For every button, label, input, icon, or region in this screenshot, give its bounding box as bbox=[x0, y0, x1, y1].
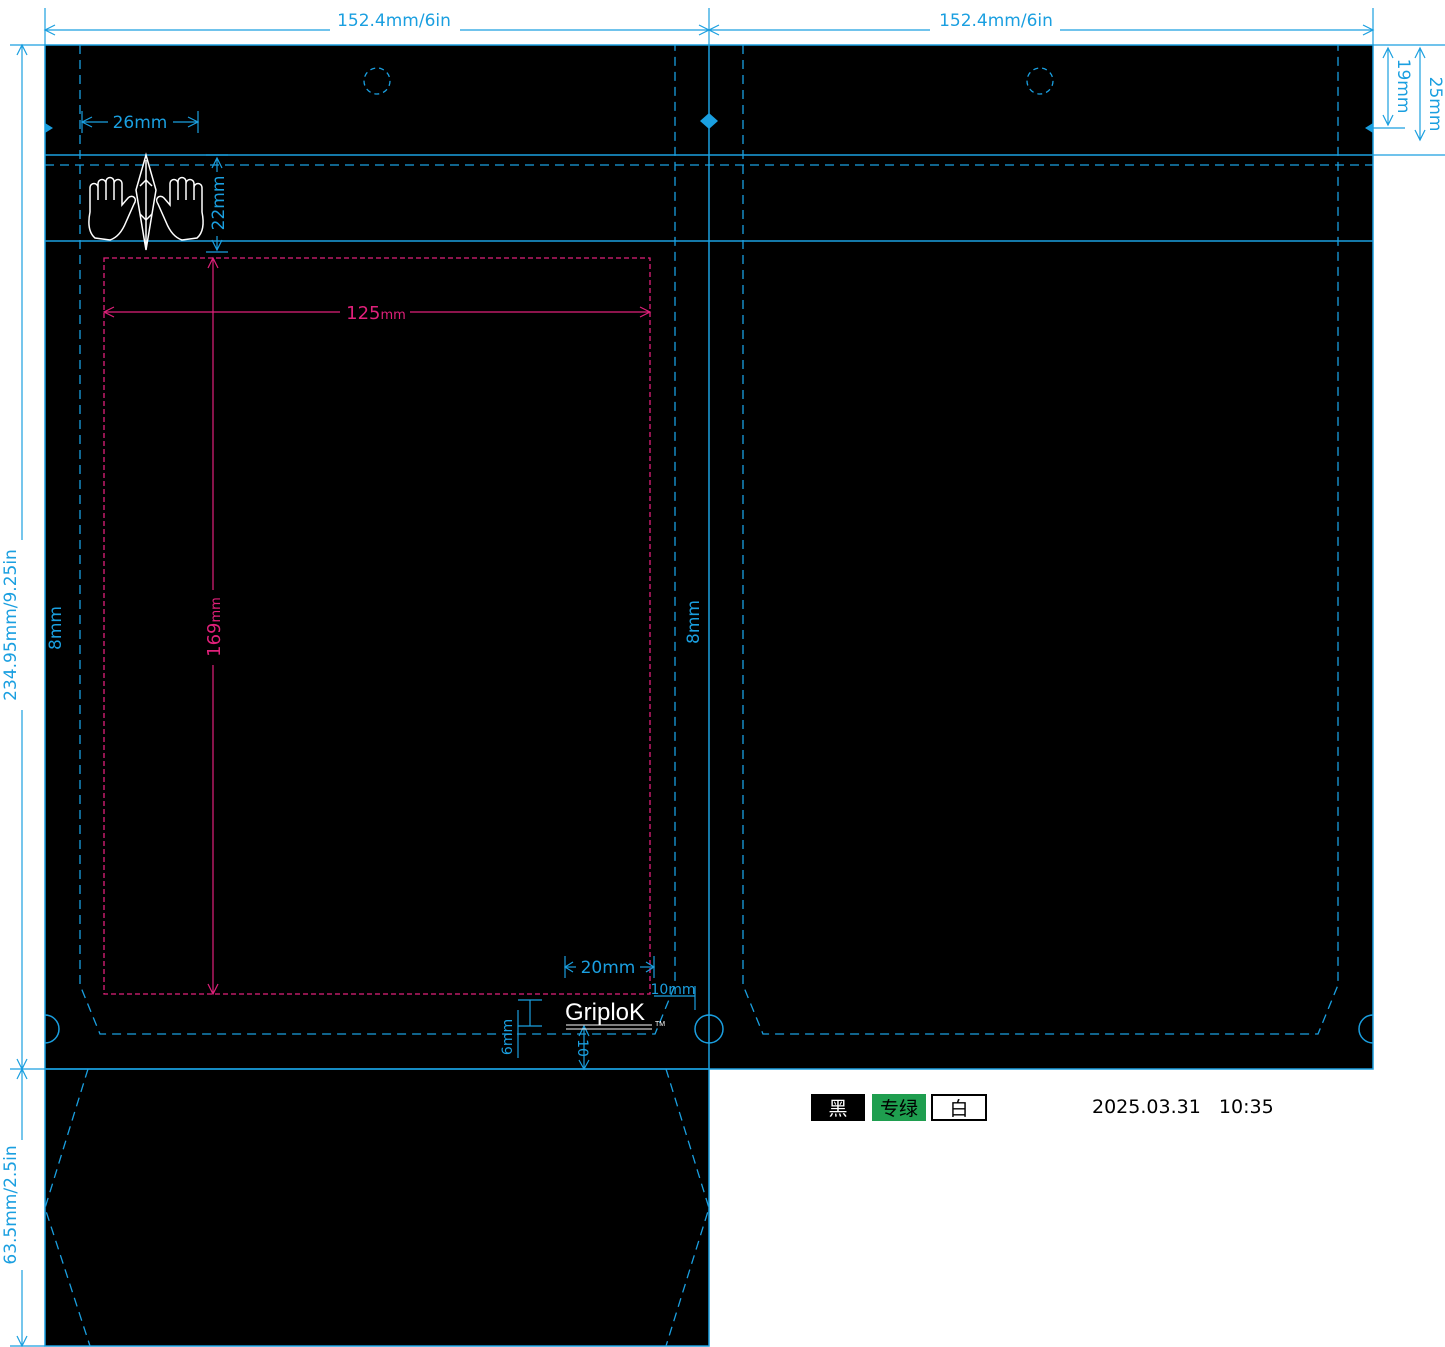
seal-dim-right: 8mm bbox=[684, 600, 704, 644]
seal-dim-left: 8mm bbox=[46, 606, 66, 650]
notch-offset-dim: 26mm bbox=[113, 113, 168, 133]
tear-notch-right bbox=[1365, 123, 1373, 133]
logo-bottom-dim: 10 bbox=[574, 1039, 590, 1057]
tear-hands-icon bbox=[88, 152, 204, 251]
print-height-dim: 169mm bbox=[204, 597, 225, 657]
bottom-gusset bbox=[45, 1069, 709, 1346]
logo-width-dim: 20mm bbox=[581, 958, 636, 978]
height-dim-total: 234.95mm/9.25in bbox=[1, 549, 21, 701]
print-area bbox=[103, 257, 651, 995]
print-width-dim: 125mm bbox=[346, 303, 406, 324]
front-panel bbox=[45, 45, 709, 1069]
seal-lines bbox=[44, 45, 1373, 1347]
brand-logo-tm: TM bbox=[655, 1021, 665, 1028]
hang-dim-19: 19mm bbox=[1393, 59, 1413, 114]
hang-hole bbox=[363, 67, 1054, 95]
corner-hole bbox=[694, 1014, 724, 1044]
brand-logo: GriploK bbox=[565, 999, 645, 1026]
hang-dim-25: 25mm bbox=[1425, 77, 1445, 132]
swatch-white: 白 bbox=[931, 1094, 987, 1121]
timestamp: 2025.03.31 10:35 bbox=[1092, 1096, 1274, 1118]
logo-height-dim: 6mm bbox=[500, 1019, 516, 1055]
width-dim-left: 152.4mm/6in bbox=[337, 11, 451, 31]
width-dim-right: 152.4mm/6in bbox=[939, 11, 1053, 31]
swatch-spot-green: 专绿 bbox=[872, 1094, 926, 1121]
tear-notch-left bbox=[45, 123, 53, 133]
zipper-offset-dim: 22mm bbox=[209, 176, 229, 231]
height-dim-gusset: 63.5mm/2.5in bbox=[1, 1145, 21, 1264]
swatch-black: 黑 bbox=[811, 1094, 865, 1121]
logo-side-dim: 10mm bbox=[650, 982, 695, 998]
tear-notch-mid bbox=[700, 113, 718, 129]
back-panel bbox=[709, 45, 1373, 1069]
